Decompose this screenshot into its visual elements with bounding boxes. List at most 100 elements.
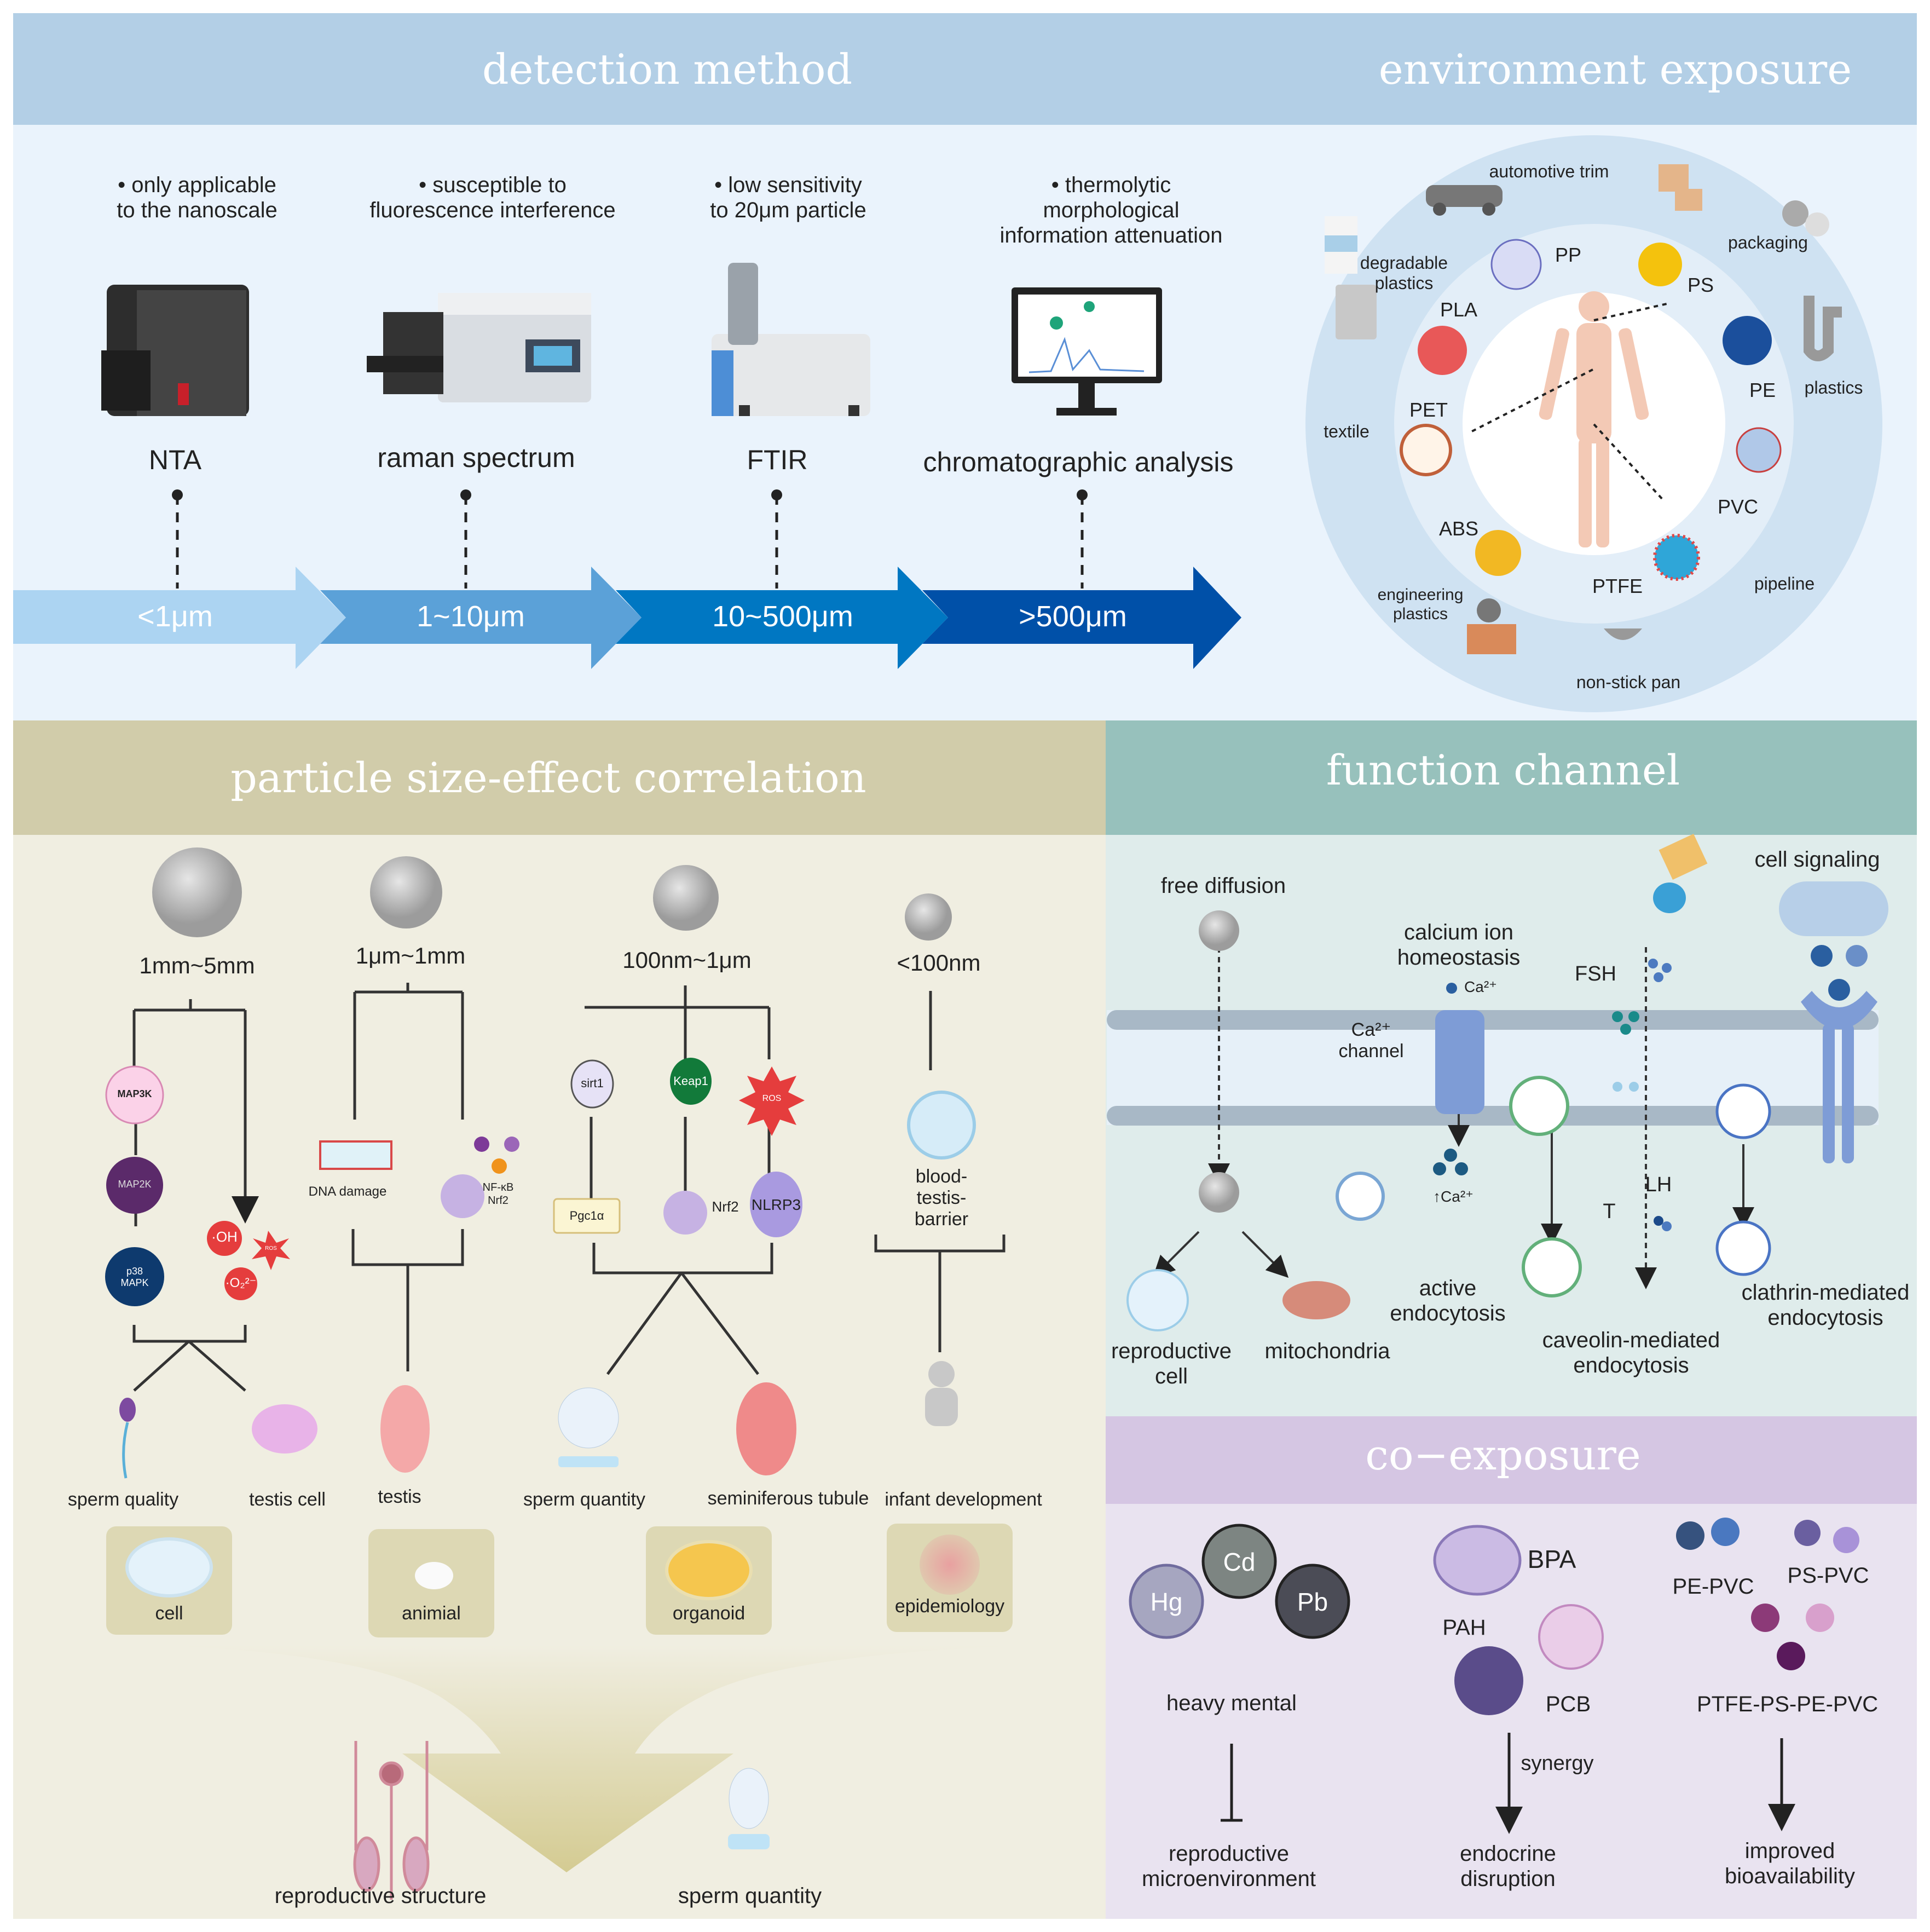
- label-pah: PAH: [1442, 1616, 1486, 1640]
- range-label-4: >500μm: [1019, 600, 1127, 633]
- source-engineering-plastics: engineering plastics: [1377, 586, 1464, 623]
- testis-cell-icon: [252, 1404, 317, 1454]
- ros-node-2: [739, 1066, 805, 1136]
- polymer-abs: ABS: [1438, 517, 1479, 540]
- signaling-cell-icon: [1779, 881, 1888, 936]
- outcome-sperm-quantity: sperm quantity: [523, 1489, 645, 1510]
- outcome-infant-development: infant development: [885, 1489, 1042, 1510]
- range-arrow-3: [616, 567, 948, 669]
- ps-particle-icon: [1638, 243, 1682, 286]
- seminiferous-tubule-icon: [736, 1382, 796, 1475]
- nlrp3-label: NLRP3: [751, 1196, 801, 1213]
- label-cell-signaling: cell signaling: [1754, 847, 1880, 872]
- ros-node-1: [252, 1231, 290, 1270]
- sperm-quantity-icon-final: [728, 1768, 770, 1849]
- nrf2-cell-icon: [663, 1191, 707, 1235]
- pgc1a-node: [553, 1198, 621, 1234]
- label-heavy-metal: heavy mental: [1166, 1691, 1297, 1715]
- size-label-3: 100nm~1μm: [622, 947, 752, 973]
- raman-spectrometer-icon: [367, 293, 591, 402]
- range-label-3: 10~500μm: [712, 600, 853, 633]
- polymer-pet: PET: [1409, 399, 1448, 421]
- pan-icon: [1604, 628, 1642, 640]
- clathrin-vesicle-icon: [1715, 1220, 1771, 1276]
- model-card-cell: cell: [106, 1526, 232, 1635]
- label-lh: LH: [1645, 1173, 1672, 1196]
- milk-carton-icon: [1325, 216, 1357, 274]
- testis-icon: [380, 1385, 430, 1473]
- particle-header: [13, 720, 1106, 835]
- channel-title: function channel: [1326, 745, 1680, 794]
- label-mitochondria: mitochondria: [1264, 1339, 1390, 1363]
- map2k-node: [106, 1157, 163, 1214]
- pp-particle-icon: [1490, 239, 1542, 290]
- label-pb: Pb: [1297, 1588, 1328, 1616]
- nlrp3-node: [750, 1172, 802, 1237]
- detection-title: detection method: [482, 44, 853, 94]
- caveosome-icon: [1522, 1237, 1582, 1297]
- source-textile: textile: [1324, 422, 1370, 441]
- tshirt-icon: [1336, 285, 1377, 339]
- pipe-icon: [1804, 296, 1842, 361]
- ftir-instrument-icon: [712, 263, 870, 416]
- p38-label: p38 MAPK: [120, 1266, 149, 1288]
- map3k-node: [105, 1065, 164, 1124]
- outcome-testis-cell: testis cell: [249, 1489, 326, 1510]
- method-name-chromatographic: chromatographic analysis: [923, 447, 1234, 477]
- method-name-raman: raman spectrum: [377, 442, 575, 473]
- map2k-label: MAP2K: [118, 1179, 152, 1190]
- source-pipeline: pipeline: [1754, 574, 1815, 593]
- outcome-testis: testis: [378, 1486, 421, 1507]
- channel-header: [1106, 720, 1917, 835]
- organoid-dish-icon: [665, 1540, 753, 1600]
- particle-under-100nm-icon: [905, 893, 952, 941]
- polymer-pvc: PVC: [1717, 495, 1759, 518]
- polymer-ps: PS: [1687, 274, 1714, 296]
- cd-ion-icon: [1201, 1524, 1277, 1599]
- label-cd: Cd: [1223, 1548, 1256, 1576]
- o2-node: [224, 1267, 257, 1300]
- timeline-connectors: [172, 489, 1088, 589]
- hand-dropper-icon: [1653, 834, 1708, 913]
- source-non-stick-pan: non-stick pan: [1576, 672, 1681, 692]
- pcb-molecule-icon: [1538, 1604, 1604, 1670]
- nfkb-cell-icon: [441, 1174, 484, 1218]
- caveolae-icon: [1509, 1076, 1569, 1136]
- microplastic-mix-icons: [1676, 1518, 1859, 1670]
- p38-mapk-node: [105, 1247, 164, 1306]
- sperm-icon: [119, 1398, 136, 1479]
- pah-molecule-icon: [1454, 1646, 1523, 1715]
- size-label-4: <100nm: [897, 950, 981, 976]
- range-label-2: 1~10μm: [417, 600, 525, 633]
- reproductive-cell-icon: [1126, 1269, 1189, 1331]
- sirt1-label: sirt1: [581, 1076, 604, 1090]
- model-card-organoid: organoid: [646, 1526, 772, 1635]
- particle-title: particle size-effect correlation: [230, 753, 866, 802]
- size-label-1: 1mm~5mm: [139, 953, 255, 978]
- source-degradable-plastics: degradable plastics: [1360, 253, 1448, 293]
- range-label-1: <1μm: [137, 600, 213, 633]
- mouse-icon: [415, 1562, 453, 1589]
- polymer-pe: PE: [1749, 379, 1776, 401]
- keap1-label: Keap1: [673, 1074, 708, 1088]
- signaling-receptor-icon: [1801, 945, 1877, 1163]
- nrf2-label-a: Nrf2: [488, 1195, 508, 1207]
- range-arrow-2: [320, 567, 642, 669]
- clathrin-pit-icon: [1715, 1083, 1771, 1139]
- pb-ion-icon: [1275, 1564, 1350, 1639]
- range-arrow-4: [922, 567, 1241, 669]
- label-ptfe-ps-pe-pvc: PTFE-PS-PE-PVC: [1697, 1692, 1879, 1716]
- factory-icon: [1467, 598, 1516, 654]
- ptfe-particle-icon: [1653, 534, 1700, 581]
- label-ca-channel: Ca²⁺channel: [1338, 1019, 1404, 1062]
